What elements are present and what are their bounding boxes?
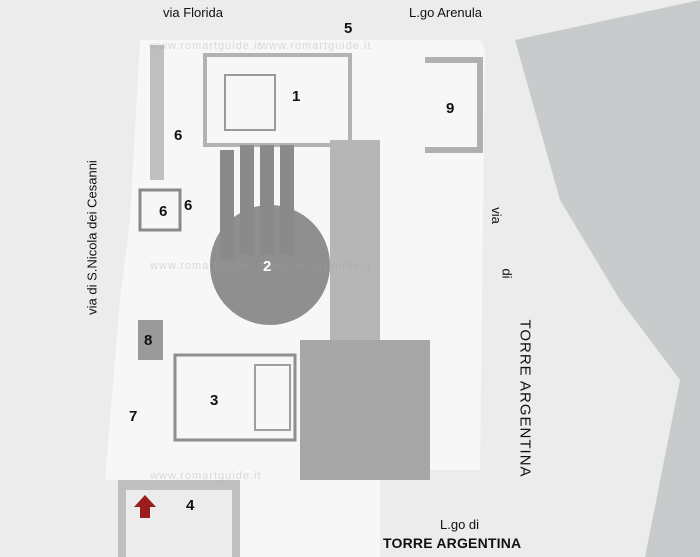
watermark: www.romartguide.it bbox=[150, 260, 262, 272]
temple-2-column bbox=[240, 145, 254, 255]
label-3: 3 bbox=[210, 392, 219, 409]
structure-9-outline bbox=[425, 57, 483, 153]
temple-2-column bbox=[220, 150, 234, 260]
temple-1-cella bbox=[224, 74, 276, 131]
street-south-torre-argentina: TORRE ARGENTINA bbox=[383, 535, 522, 551]
ruins-southeast bbox=[300, 340, 430, 480]
temple-2-column bbox=[260, 145, 274, 255]
street-east-di: di bbox=[499, 268, 515, 279]
west-wall bbox=[150, 45, 164, 180]
temple-3-cella bbox=[254, 364, 291, 431]
label-8: 8 bbox=[144, 332, 153, 349]
temple-3-outline bbox=[173, 353, 297, 442]
south-wall bbox=[120, 480, 240, 490]
watermark: www.romartguide.it bbox=[260, 40, 372, 52]
street-east-via: via bbox=[488, 207, 504, 224]
watermark: www.romartguide.it bbox=[150, 470, 262, 482]
entrance-arrow-icon bbox=[134, 495, 156, 518]
temple-1-outline bbox=[203, 53, 352, 147]
east-building-block bbox=[515, 0, 700, 557]
label-2: 2 bbox=[263, 258, 272, 275]
label-4: 4 bbox=[186, 497, 195, 514]
label-6b: 6 bbox=[159, 203, 168, 220]
watermark: www.romartguide.it bbox=[260, 260, 372, 272]
label-7: 7 bbox=[129, 408, 138, 425]
label-5: 5 bbox=[344, 20, 353, 37]
entrance-wall-right bbox=[232, 480, 240, 557]
street-via-florida: via Florida bbox=[163, 5, 223, 20]
label-1: 1 bbox=[292, 88, 301, 105]
watermark: www.romartguide.it bbox=[150, 40, 262, 52]
label-9: 9 bbox=[446, 100, 455, 117]
street-south-lgo: L.go di bbox=[440, 517, 480, 532]
label-6a: 6 bbox=[174, 127, 183, 144]
temple-2-column bbox=[280, 145, 294, 255]
label-6c: 6 bbox=[184, 197, 193, 214]
entrance-wall-left bbox=[118, 480, 126, 557]
street-via-san-nicola: via di S.Nicola dei Cesanni bbox=[84, 160, 100, 315]
street-lgo-arenula: L.go Arenula bbox=[409, 5, 483, 20]
room-8-block bbox=[138, 320, 163, 360]
room-6-outline bbox=[138, 188, 182, 232]
street-east-torre-argentina: TORRE ARGENTINA bbox=[516, 319, 534, 478]
